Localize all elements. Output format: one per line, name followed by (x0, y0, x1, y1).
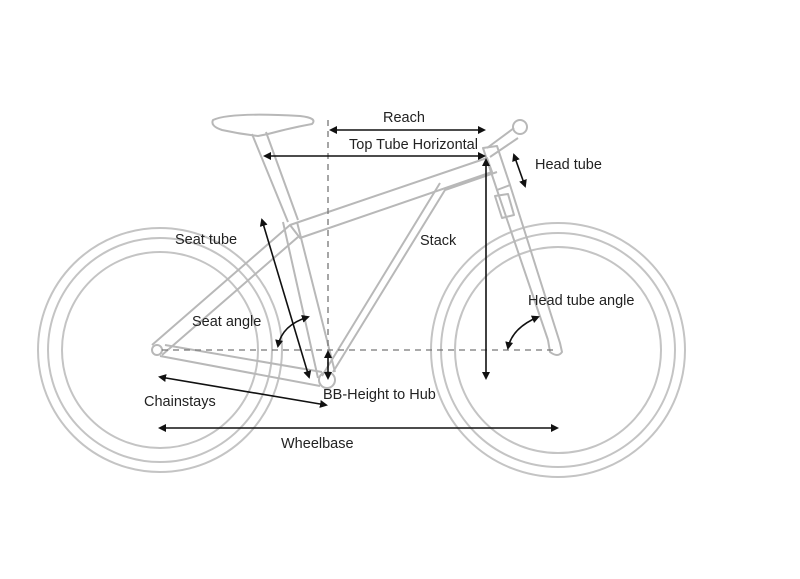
fork (496, 184, 563, 356)
rear-dropout (151, 344, 163, 356)
stem (486, 127, 519, 158)
seat-angle-label: Seat angle (192, 314, 261, 330)
top-tube-horizontal-label: Top Tube Horizontal (349, 137, 478, 153)
chainstays-label: Chainstays (144, 394, 216, 410)
wheelbase-label: Wheelbase (281, 436, 354, 452)
seat-angle-arc (275, 314, 310, 348)
front-wheel (430, 222, 686, 478)
fork-crown (494, 193, 515, 219)
down-tube (321, 171, 498, 377)
bb-height-label: BB-Height to Hub (323, 387, 436, 403)
top-tube (289, 157, 493, 239)
seat-tube-label: Seat tube (175, 232, 237, 248)
head-tube-angle-label: Head tube angle (528, 293, 634, 309)
seat-tube-arrow (259, 218, 312, 379)
chainstays-arrow (158, 374, 328, 408)
seatpost (251, 131, 299, 223)
saddle (211, 113, 315, 137)
bottom-bracket (318, 371, 336, 389)
handlebar (512, 119, 528, 135)
head-tube-angle-arc (505, 315, 540, 350)
stack-label: Stack (420, 233, 457, 249)
head-tube-arrow (512, 153, 527, 188)
reach-label: Reach (383, 110, 425, 126)
head-tube-label: Head tube (535, 157, 602, 173)
chain-stay (159, 344, 323, 387)
